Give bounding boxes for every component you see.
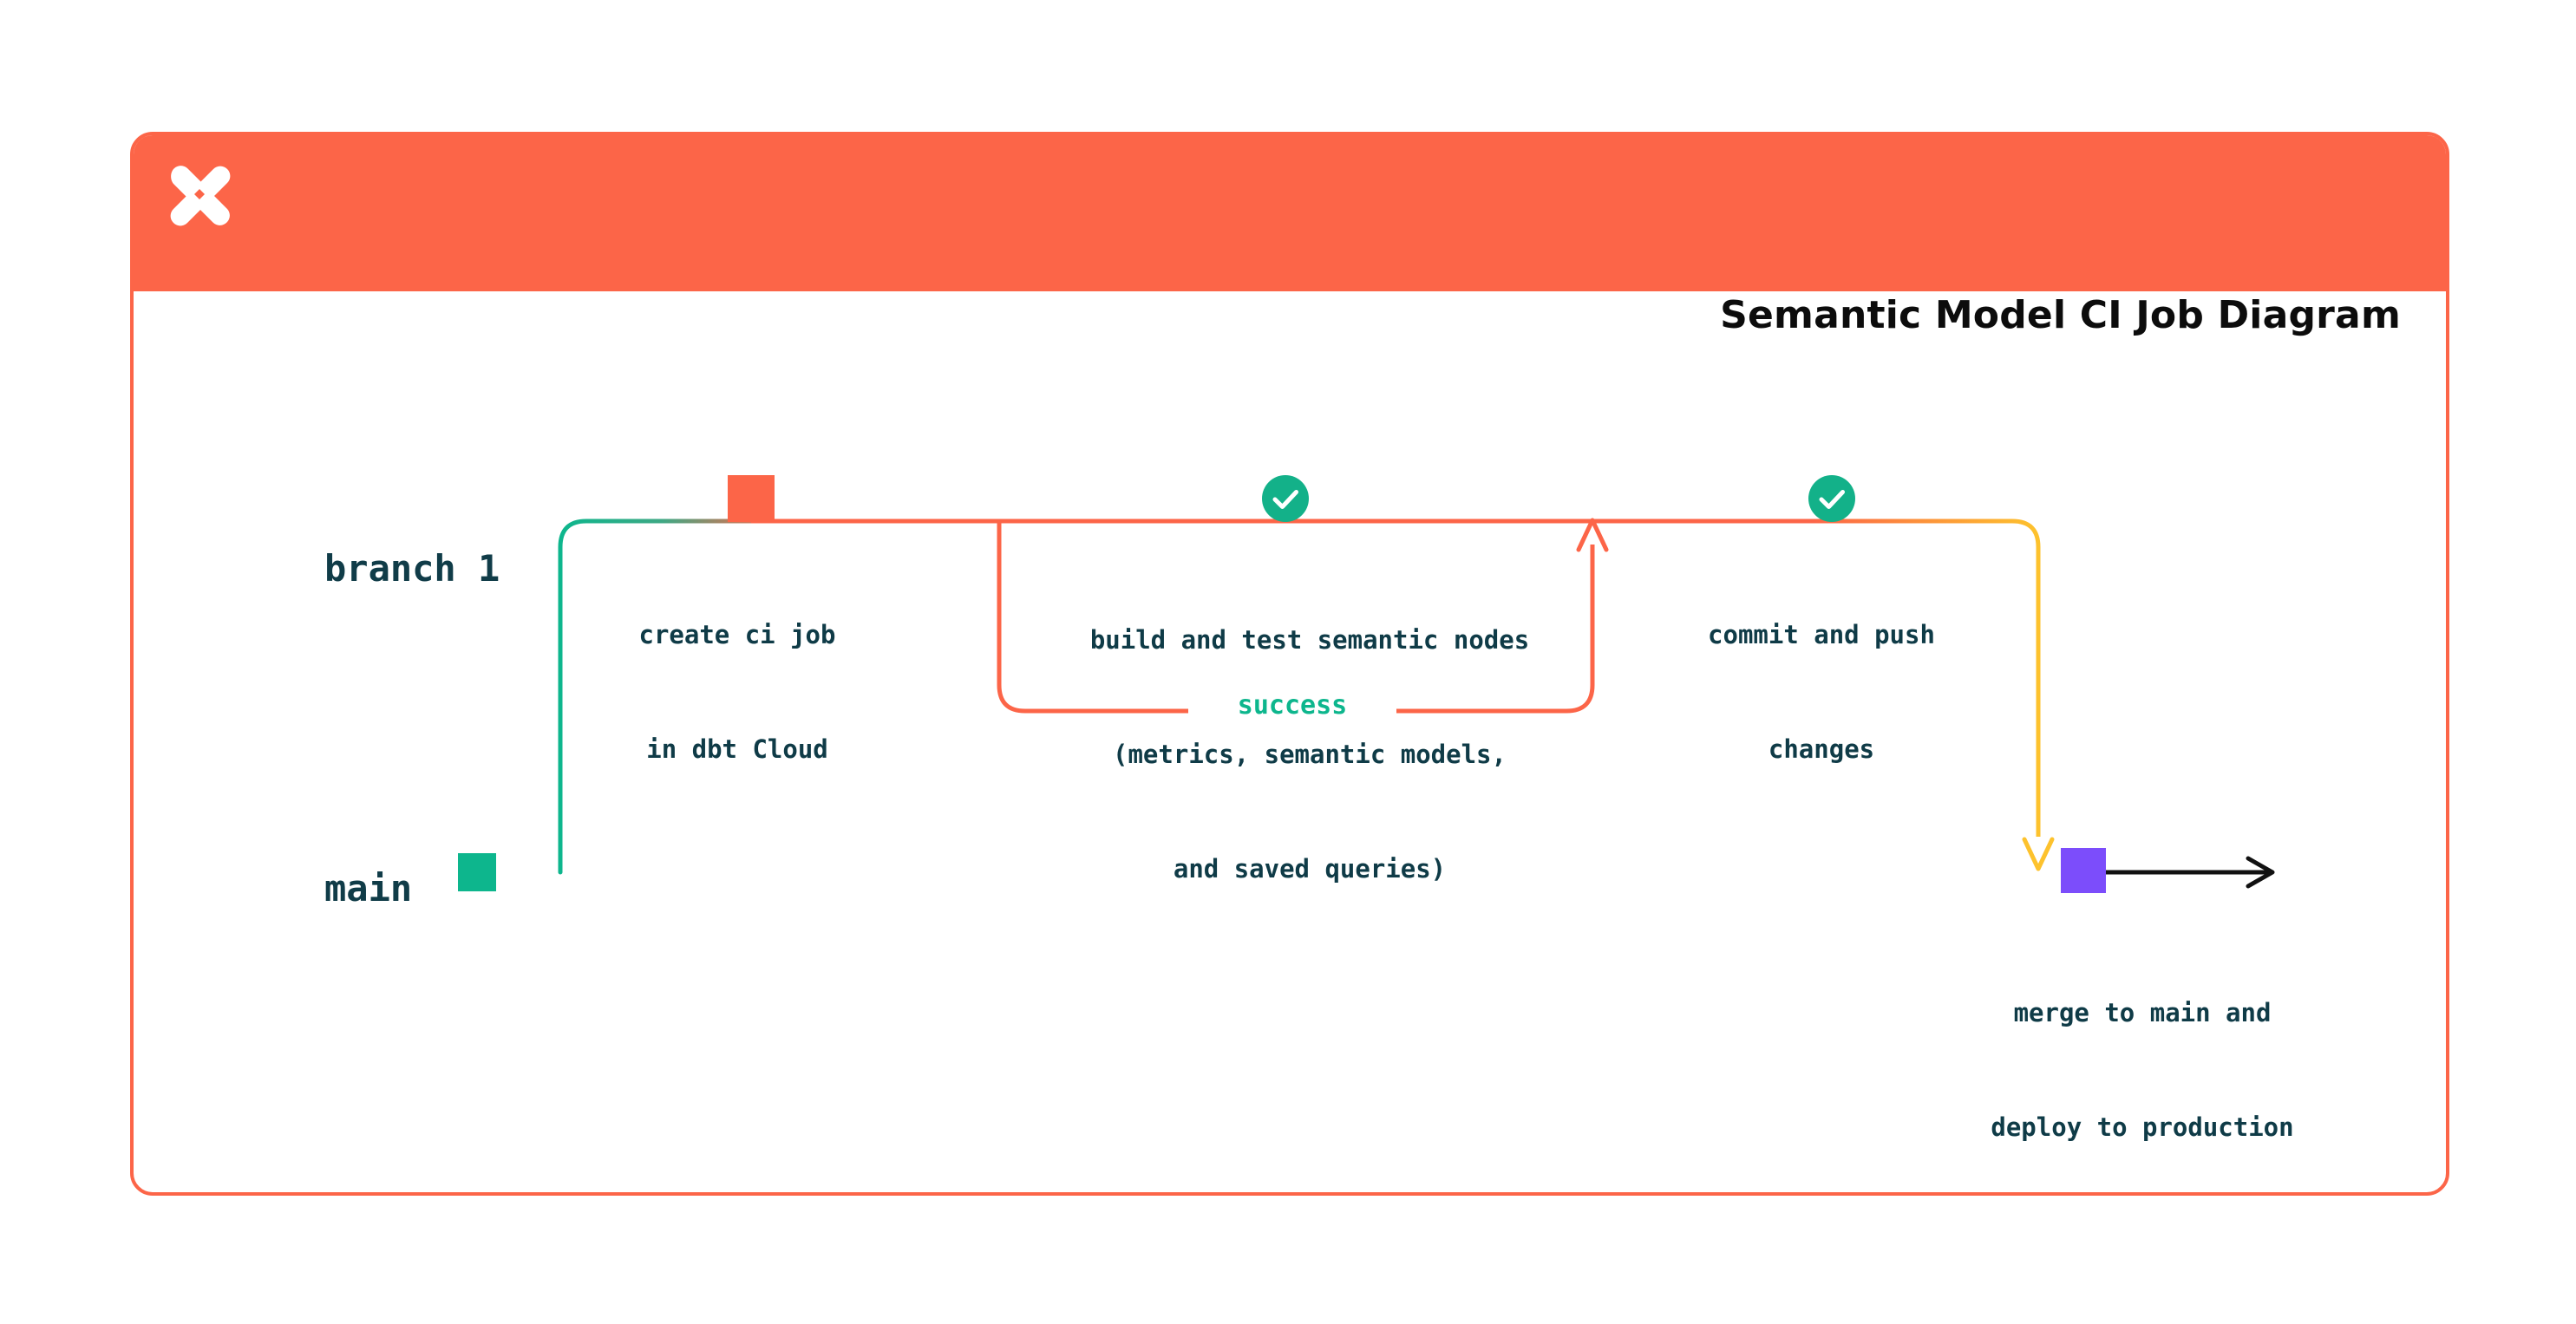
lane-label-main: main xyxy=(324,867,413,910)
caption-line: deploy to production xyxy=(1991,1112,2294,1142)
caption-line: (metrics, semantic models, xyxy=(1113,740,1507,769)
diagram-card: Semantic Model CI Job Diagram xyxy=(130,132,2449,1196)
caption-build-and-test: build and test semantic nodes (metrics, … xyxy=(1006,545,1613,964)
caption-line: merge to main and xyxy=(2013,998,2272,1027)
caption-line: commit and push xyxy=(1708,620,1935,649)
caption-line: in dbt Cloud xyxy=(646,734,828,764)
node-build-and-test[interactable] xyxy=(1262,475,1309,522)
caption-line: changes xyxy=(1768,734,1875,764)
node-main-start[interactable] xyxy=(458,853,496,891)
caption-merge-to-main: merge to main and deploy to production xyxy=(1839,917,2446,1223)
caption-commit-and-push: commit and push changes xyxy=(1622,539,2021,845)
check-icon xyxy=(1272,490,1298,509)
page-title: Semantic Model CI Job Diagram xyxy=(1720,293,2401,337)
check-icon xyxy=(1819,490,1845,509)
caption-line: create ci job xyxy=(638,620,836,649)
dbt-logo-icon xyxy=(163,158,236,231)
node-create-ci-job[interactable] xyxy=(728,475,775,522)
node-merge-to-main[interactable] xyxy=(2061,848,2106,893)
caption-line: build and test semantic nodes xyxy=(1089,625,1530,655)
card-header: Semantic Model CI Job Diagram xyxy=(134,135,2446,337)
lane-label-branch-1: branch 1 xyxy=(324,547,500,590)
edge-label-success: success xyxy=(1188,690,1396,721)
caption-create-ci-job: create ci job in dbt Cloud xyxy=(555,539,919,845)
caption-line: and saved queries) xyxy=(1173,854,1447,884)
node-commit-and-push[interactable] xyxy=(1808,475,1855,522)
